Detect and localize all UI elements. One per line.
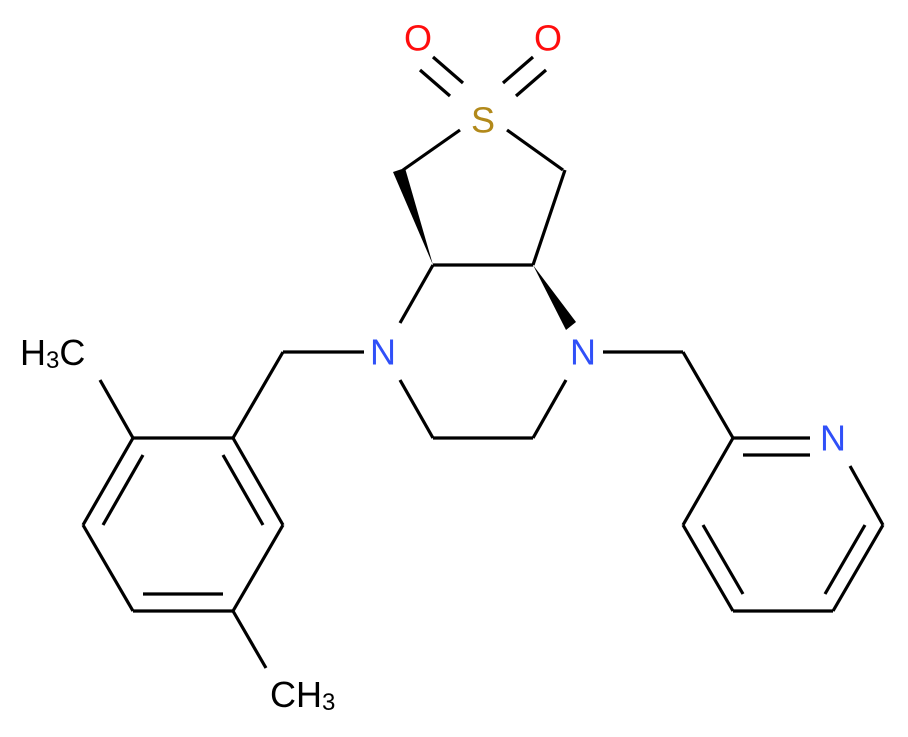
oxygen-atom-left: O bbox=[404, 18, 432, 59]
nitrogen-atom-right: N bbox=[570, 332, 596, 373]
pyridine-nitrogen-atom: N bbox=[820, 418, 846, 459]
piperazine-ring bbox=[398, 264, 576, 440]
oxygen-atom-right: O bbox=[534, 18, 562, 59]
wedge-bond-left bbox=[393, 168, 433, 265]
sulfone-group bbox=[418, 55, 548, 98]
wedge-bond-right bbox=[533, 265, 576, 330]
sulfur-atom: S bbox=[471, 100, 495, 141]
nitrogen-atom-left: N bbox=[370, 332, 396, 373]
methyl-label-bottom: CH3 bbox=[270, 674, 335, 716]
methyl-label-top: H3C bbox=[20, 332, 85, 374]
dimethylbenzyl-group bbox=[81, 350, 364, 669]
thiolane-ring bbox=[393, 128, 567, 267]
pyridylmethyl-group bbox=[603, 350, 885, 613]
